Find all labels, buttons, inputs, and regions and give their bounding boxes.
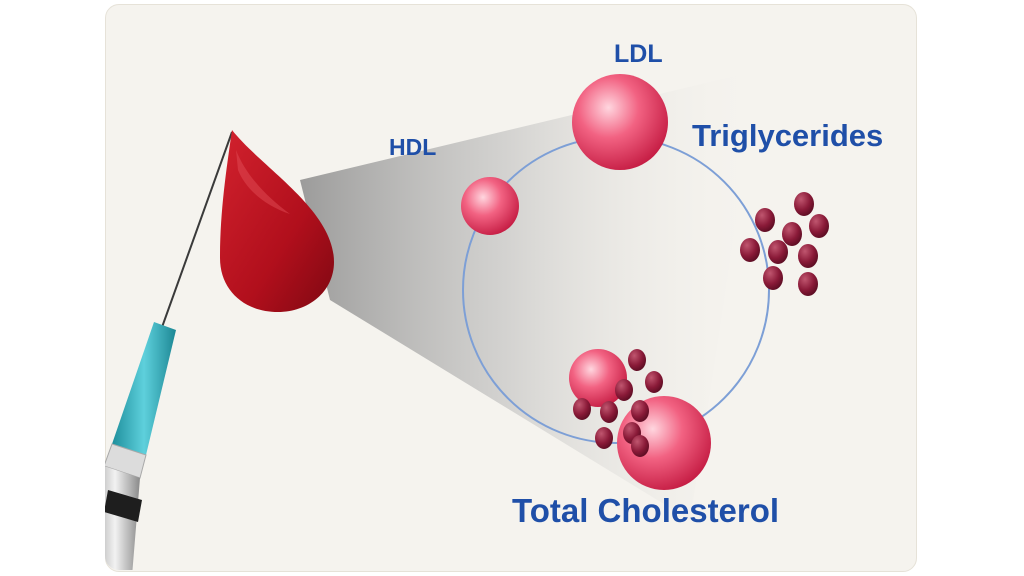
particle — [755, 208, 775, 232]
particle — [595, 427, 613, 449]
particle — [645, 371, 663, 393]
syringe-hub — [112, 322, 176, 455]
particle — [768, 240, 788, 264]
particle — [628, 349, 646, 371]
total-cholesterol-label: Total Cholesterol — [512, 492, 780, 529]
particle — [600, 401, 618, 423]
blood-drop-icon — [220, 130, 334, 312]
particle — [782, 222, 802, 246]
triglycerides-label: Triglycerides — [692, 118, 884, 153]
hdl-sphere — [461, 177, 519, 235]
syringe-icon — [105, 322, 176, 570]
ldl-sphere — [572, 74, 668, 170]
syringe-needle — [160, 131, 233, 331]
particle — [615, 379, 633, 401]
total-particle-cluster — [573, 349, 663, 457]
particle — [740, 238, 760, 262]
hdl-label: HDL — [389, 134, 437, 160]
particle — [798, 244, 818, 268]
syringe-barrel — [105, 466, 140, 570]
drop-highlight — [236, 150, 290, 214]
syringe-band — [105, 490, 142, 522]
particle — [631, 435, 649, 457]
triglyceride-cluster — [740, 192, 829, 296]
total-sphere-small — [569, 349, 627, 407]
particle — [763, 266, 783, 290]
particle — [573, 398, 591, 420]
particle — [794, 192, 814, 216]
ldl-label: LDL — [614, 40, 663, 68]
particle — [631, 400, 649, 422]
particle — [798, 272, 818, 296]
particle — [809, 214, 829, 238]
